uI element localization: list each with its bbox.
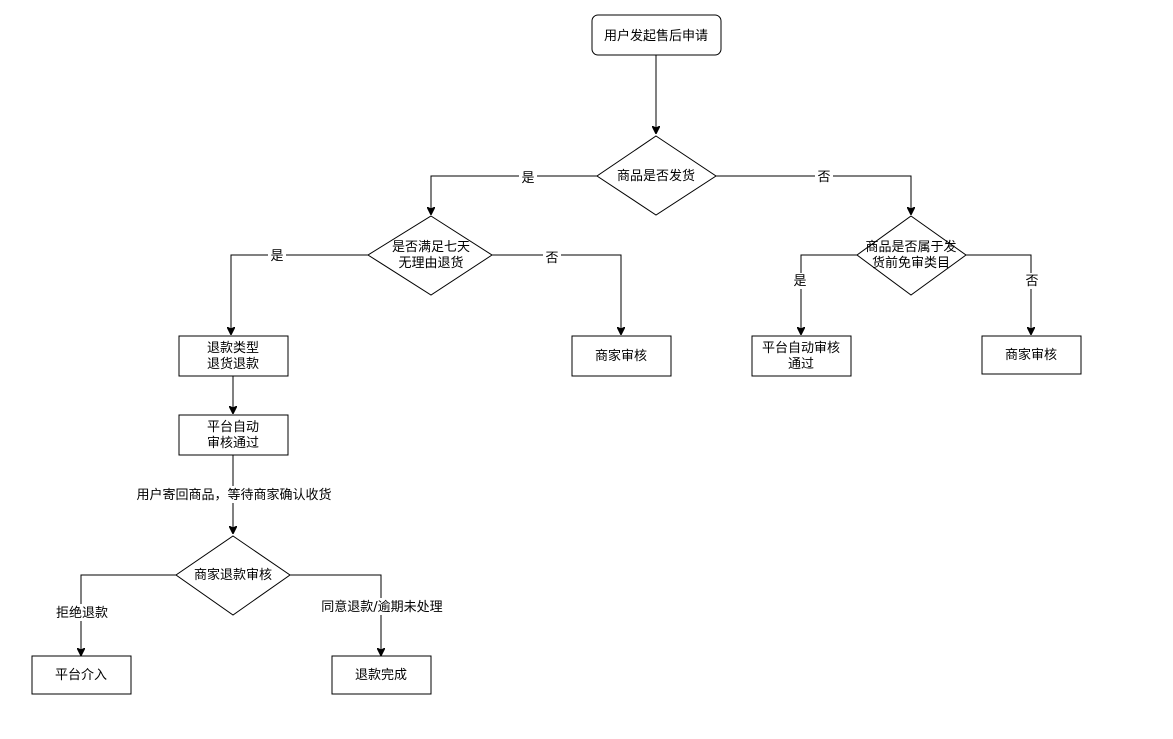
edge-shipped-no bbox=[716, 175, 911, 214]
edge-label-seven-yes: 是 bbox=[270, 249, 283, 264]
decision-exempt-category: 商品是否属于发 货前免审类目 bbox=[856, 215, 967, 296]
node-merchant-review-right-label: 商家审核 bbox=[1005, 347, 1057, 363]
decision-seven-day-label-2: 无理由退货 bbox=[398, 255, 463, 271]
edge-exempt-yes bbox=[801, 254, 857, 334]
node-merchant-review-left: 商家审核 bbox=[571, 335, 672, 377]
decision-shipped: 商品是否发货 bbox=[596, 135, 717, 216]
node-start-label: 用户发起售后申请 bbox=[604, 28, 708, 44]
decision-seven-day-label-1: 是否满足七天 bbox=[392, 240, 470, 255]
edge-labels: 是 否 是 否 是 否 用户寄回商品，等待商家确认收货 拒绝退款 同意退款/逾期… bbox=[51, 169, 1041, 621]
node-auto-pass-right: 平台自动审核 通过 bbox=[751, 335, 852, 377]
edge-label-shipped-yes: 是 bbox=[521, 171, 534, 186]
decision-merchant-refund-label: 商家退款审核 bbox=[194, 567, 272, 583]
edge-exempt-no bbox=[966, 254, 1031, 334]
node-refund-done: 退款完成 bbox=[331, 655, 432, 695]
edge-label-reject-refund: 拒绝退款 bbox=[56, 605, 108, 621]
node-merchant-review-left-label: 商家审核 bbox=[595, 348, 647, 364]
nodes: 用户发起售后申请 商品是否发货 是否满足七天 无理由退货 商品是否属于发 货前免… bbox=[31, 14, 1082, 695]
node-auto-pass-left-label-2: 审核通过 bbox=[207, 436, 259, 451]
node-refund-type: 退款类型 退货退款 bbox=[178, 335, 289, 377]
edge-shipped-yes bbox=[431, 175, 597, 214]
edge-label-seven-no: 否 bbox=[545, 251, 558, 266]
edge-label-exempt-yes: 是 bbox=[793, 274, 806, 289]
edge-label-return-goods: 用户寄回商品，等待商家确认收货 bbox=[136, 487, 331, 503]
node-merchant-review-right: 商家审核 bbox=[981, 335, 1082, 375]
edges bbox=[81, 55, 1031, 655]
edge-seven-yes bbox=[231, 254, 368, 334]
node-auto-pass-right-label-1: 平台自动审核 bbox=[762, 341, 840, 356]
decision-exempt-label-2: 货前免审类目 bbox=[872, 255, 950, 271]
node-refund-type-label-2: 退货退款 bbox=[207, 356, 259, 372]
edge-refund-agree bbox=[290, 574, 381, 655]
node-start: 用户发起售后申请 bbox=[591, 14, 722, 56]
decision-merchant-refund: 商家退款审核 bbox=[175, 535, 291, 616]
decision-seven-day: 是否满足七天 无理由退货 bbox=[367, 215, 493, 296]
edge-label-shipped-no: 否 bbox=[817, 170, 830, 185]
decision-exempt-label-1: 商品是否属于发 bbox=[865, 239, 956, 255]
node-platform-intervene: 平台介入 bbox=[31, 655, 132, 695]
node-auto-pass-right-label-2: 通过 bbox=[788, 357, 814, 372]
edge-label-agree-refund: 同意退款/逾期未处理 bbox=[321, 599, 442, 615]
decision-shipped-label: 商品是否发货 bbox=[617, 168, 695, 184]
node-auto-pass-left: 平台自动 审核通过 bbox=[178, 414, 289, 456]
node-refund-done-label: 退款完成 bbox=[355, 668, 407, 683]
edge-refund-reject bbox=[81, 574, 176, 655]
node-refund-type-label-1: 退款类型 bbox=[207, 341, 259, 356]
edge-label-exempt-no: 否 bbox=[1025, 274, 1038, 289]
node-auto-pass-left-label-1: 平台自动 bbox=[207, 420, 259, 435]
node-platform-intervene-label: 平台介入 bbox=[55, 668, 107, 683]
edge-seven-no bbox=[492, 254, 621, 334]
